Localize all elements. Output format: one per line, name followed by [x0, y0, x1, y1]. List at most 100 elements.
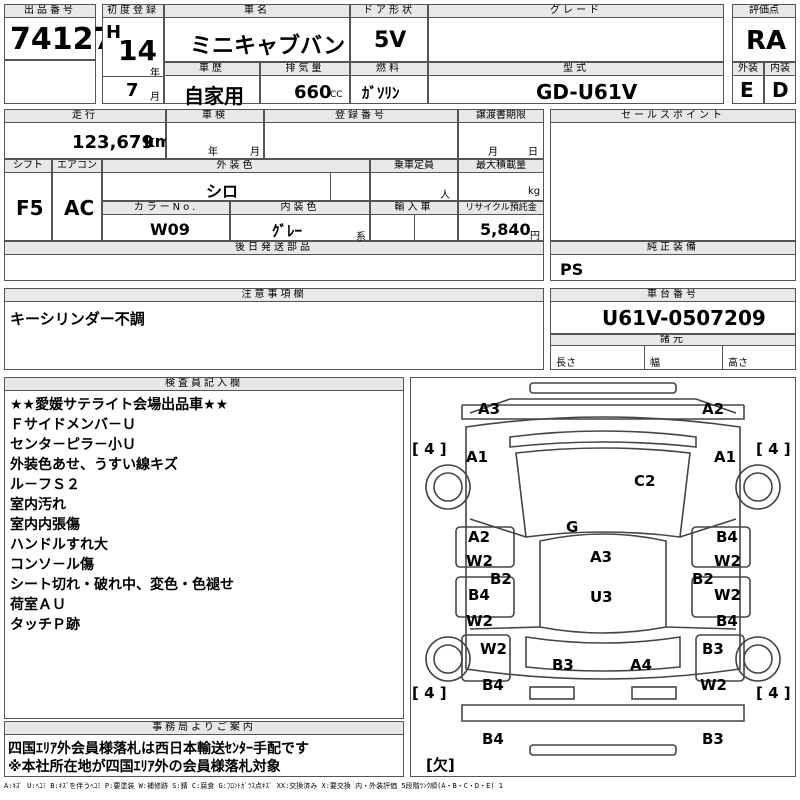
note-line: 室内内張傷: [10, 517, 80, 533]
transfer-header: 譲渡書期限: [458, 109, 544, 123]
mark-b4-left-2: B4: [482, 676, 504, 694]
mark-a3-center: A3: [590, 548, 613, 566]
year: 14: [118, 34, 157, 67]
mark-w2-right-2: W2: [714, 586, 741, 604]
score-header: 評価点: [732, 4, 796, 18]
tire-fl: [ 4 ]: [412, 440, 447, 458]
ext-header: 外装: [732, 62, 764, 76]
salespoint-cell: [550, 109, 796, 241]
legend: A:ｷｽﾞ U:ﾍｺﾐ B:ｷｽﾞを伴うﾍｺﾐ P:要塗装 W:補修跡 S:錆 …: [4, 782, 504, 790]
fuel: ｶﾞｿﾘﾝ: [362, 84, 400, 102]
note-line: ハンドルすれ大: [10, 537, 108, 553]
history-header: 車歴: [164, 62, 260, 76]
mark-a3-left: A3: [478, 400, 501, 418]
capacity-header: 乗車定員: [370, 159, 458, 173]
code-header: 型式: [428, 62, 724, 76]
mark-b4-right-1: B4: [716, 528, 738, 546]
note-line: 室内汚れ: [10, 497, 66, 513]
note-line: コンソ－ル傷: [10, 557, 94, 573]
inspection-header: 車検: [166, 109, 264, 123]
genuine-equip: PS: [560, 260, 584, 279]
mark-b2-right: B2: [692, 570, 714, 588]
fuel-header: 燃料: [350, 62, 428, 76]
import-header: 輸入車: [370, 201, 458, 215]
aircon-header: エアコン: [52, 159, 102, 173]
model-name: ミニキャブバン: [190, 34, 346, 59]
mark-a4: A4: [630, 656, 653, 674]
month-unit: 月: [150, 92, 160, 103]
displacement: 660: [294, 82, 332, 103]
note-line: Ｆサイドメンバ－Ｕ: [10, 417, 136, 433]
mark-w2-right-1: W2: [714, 552, 741, 570]
aircon: AC: [64, 196, 95, 220]
tire-rl: [ 4 ]: [412, 684, 447, 702]
note-line: 外装色あせ、うすい線キズ: [10, 457, 178, 473]
mark-g: G: [566, 518, 579, 536]
caution-header: 注意事項欄: [4, 288, 544, 302]
lot-blank: [4, 60, 96, 104]
int-header: 内装: [764, 62, 796, 76]
first-reg-header: 初度登録: [102, 4, 164, 18]
mark-a1-left: A1: [466, 448, 489, 466]
interior-score: D: [772, 78, 789, 102]
mark-b4-left-1: B4: [468, 586, 490, 604]
later-header: 後日発送部品: [4, 241, 544, 255]
door-header: ドア形状: [350, 4, 428, 18]
disp-header: 排気量: [260, 62, 350, 76]
mileage: 123,679: [72, 132, 154, 153]
shift-header: シフト: [4, 159, 52, 173]
model-code: GD-U61V: [536, 80, 638, 104]
chassis-no: U61V-0507209: [602, 306, 766, 330]
mark-b3-center: B3: [552, 656, 574, 674]
recycle-header: リサイクル預託金: [458, 201, 544, 215]
era: H: [106, 22, 122, 43]
grade-header: グレード: [428, 4, 724, 18]
mark-a2-left: A2: [468, 528, 491, 546]
office-line-2: ※本社所在地が四国ｴﾘｱ外の会員様落札対象: [8, 759, 281, 775]
office-header: 事務局よりご案内: [4, 721, 404, 735]
note-line: タッチＰ跡: [10, 617, 80, 633]
colorno-header: カラーNo.: [102, 201, 230, 215]
mark-a1-right: A1: [714, 448, 737, 466]
tire-rr: [ 4 ]: [756, 684, 791, 702]
mileage-header: 走行: [4, 109, 166, 123]
note-line: ル－フＳ２: [10, 477, 80, 493]
score: RA: [746, 26, 787, 56]
tire-fr: [ 4 ]: [756, 440, 791, 458]
mark-b3-right-2: B3: [702, 730, 724, 748]
caution-text: キーシリンダー不調: [10, 310, 145, 328]
lot-no-header: 出品番号: [4, 4, 96, 18]
month: 7: [126, 80, 139, 101]
note-line: ★★愛媛サテライト会場出品車★★: [10, 397, 229, 413]
door-type: 5V: [374, 28, 407, 53]
inspector-notes: ★★愛媛サテライト会場出品車★★ Ｆサイドメンバ－Ｕ センタ－ピラ－小Ｕ 外装色…: [10, 394, 234, 634]
mark-b4-left-3: B4: [482, 730, 504, 748]
extcolor-header: 外装色: [102, 159, 370, 173]
maxload-header: 最大積載量: [458, 159, 544, 173]
note-line: 荷室ＡＵ: [10, 597, 66, 613]
color-no: W09: [150, 220, 190, 239]
inspector-cell: [4, 377, 404, 719]
mark-w2-left-3: W2: [480, 640, 507, 658]
mark-w2-right-3: W2: [700, 676, 727, 694]
spare-tire: [欠]: [426, 756, 455, 774]
inspector-header: 検査員記入欄: [4, 377, 404, 391]
mark-b2-left: B2: [490, 570, 512, 588]
note-line: シート切れ・破れ中、変色・色褪せ: [10, 577, 234, 593]
car-history: 自家用: [184, 84, 244, 108]
model-header: 車名: [164, 4, 350, 18]
intcolor-header: 内装色: [230, 201, 370, 215]
vehicle-outline: [425, 382, 781, 756]
genuine-header: 純正装備: [550, 241, 796, 255]
mark-b4-right-2: B4: [716, 612, 738, 630]
office-line-1: 四国ｴﾘｱ外会員様落札は西日本輸送ｾﾝﾀｰ手配です: [8, 741, 309, 757]
mark-a2-right: A2: [702, 400, 725, 418]
mark-w2-left-2: W2: [466, 612, 493, 630]
km-unit: km: [144, 132, 172, 151]
specs-header: 諸元: [550, 334, 796, 346]
year-unit: 年: [150, 68, 160, 79]
salespoint-header: セールスポイント: [550, 109, 796, 123]
cc-unit: CC: [330, 90, 343, 100]
regno-header: 登録番号: [264, 109, 458, 123]
recycle-fee: 5,840: [480, 220, 531, 239]
